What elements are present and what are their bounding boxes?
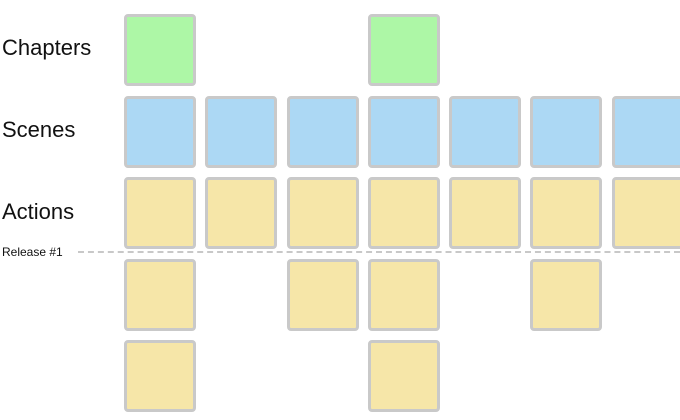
action-card[interactable] [368, 340, 440, 412]
scene-card[interactable] [205, 96, 277, 168]
scene-card[interactable] [612, 96, 680, 168]
release-divider [78, 251, 680, 253]
action-card[interactable] [124, 340, 196, 412]
action-card[interactable] [368, 177, 440, 249]
row-label-chapters: Chapters [2, 35, 92, 60]
action-card[interactable] [124, 259, 196, 331]
action-card[interactable] [205, 177, 277, 249]
scene-card[interactable] [368, 96, 440, 168]
release-label: Release #1 [2, 245, 63, 259]
row-label-scenes: Scenes [2, 117, 76, 142]
chapter-card[interactable] [368, 14, 440, 86]
action-card[interactable] [530, 177, 602, 249]
action-card[interactable] [530, 259, 602, 331]
action-card[interactable] [287, 177, 359, 249]
action-card[interactable] [124, 177, 196, 249]
action-card[interactable] [368, 259, 440, 331]
action-card[interactable] [612, 177, 680, 249]
chapter-card[interactable] [124, 14, 196, 86]
scene-card[interactable] [124, 96, 196, 168]
scene-card[interactable] [530, 96, 602, 168]
action-card[interactable] [449, 177, 521, 249]
scene-card[interactable] [287, 96, 359, 168]
action-card[interactable] [287, 259, 359, 331]
scene-card[interactable] [449, 96, 521, 168]
row-label-actions: Actions [2, 199, 75, 224]
